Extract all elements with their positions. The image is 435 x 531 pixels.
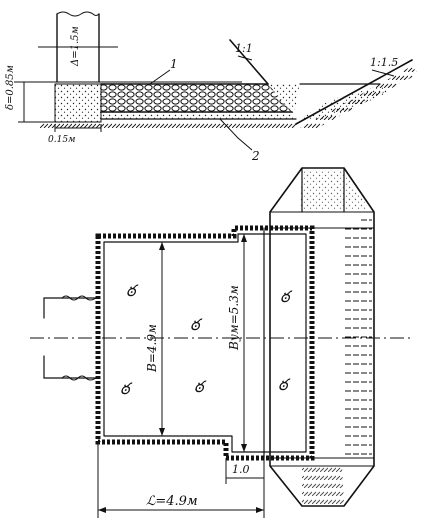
thickness-label: δ=0.85м <box>5 65 16 110</box>
length-l-dimension: ℒ=4.9м <box>97 442 265 518</box>
basin <box>95 225 315 461</box>
step-label: 1.0 <box>232 463 250 476</box>
svg-text:1: 1 <box>170 57 178 71</box>
width-bym-dimension: Bум=5.3м <box>227 234 247 452</box>
right-slope: 1:1.5 <box>295 56 418 132</box>
step-dimension: 1.0 <box>225 458 265 484</box>
left-slope: 1:1 <box>229 39 381 114</box>
glyph-symbol: ఠ <box>120 379 133 398</box>
section-view: Δ=1.5м δ=0.85м 0.15м <box>5 11 418 163</box>
filter-layer <box>101 112 293 119</box>
thickness-dimension: δ=0.85м 0.15м <box>5 65 102 145</box>
sand-fill <box>55 84 101 122</box>
outlet-transition <box>269 167 375 507</box>
glyph-symbol: ఠ <box>280 287 293 306</box>
slope-right-label: 1:1.5 <box>370 56 398 69</box>
slope-ruling <box>344 214 372 456</box>
inlet-channel <box>43 295 97 381</box>
ground-hatch <box>40 121 296 131</box>
slope-left-label: 1:1 <box>235 42 253 55</box>
width-bym-label: Bум=5.3м <box>227 285 241 351</box>
width-b-dimension: B=4.9м <box>145 242 165 436</box>
stone-apron <box>101 84 292 112</box>
callout-1: 1 <box>149 57 178 85</box>
width-b-label: B=4.9м <box>145 324 159 373</box>
glyph-symbol: ఠ <box>126 281 139 300</box>
svg-text:2: 2 <box>251 149 260 163</box>
depth-upper-label: Δ=1.5м <box>70 26 81 67</box>
length-l-label: ℒ=4.9м <box>146 494 198 509</box>
plan-view: B=4.9м Bум=5.3м ఠ ఠ ఠ ఠ ఠ ఠ 1.0 <box>30 167 410 518</box>
upstream-wall: Δ=1.5м <box>38 11 118 83</box>
glyph-symbol: ఠ <box>190 315 203 334</box>
glyph-symbol: ఠ <box>194 377 207 396</box>
callout-2: 2 <box>219 118 260 163</box>
glyph-symbol: ఠ <box>278 375 291 394</box>
offset-label: 0.15м <box>48 135 76 145</box>
